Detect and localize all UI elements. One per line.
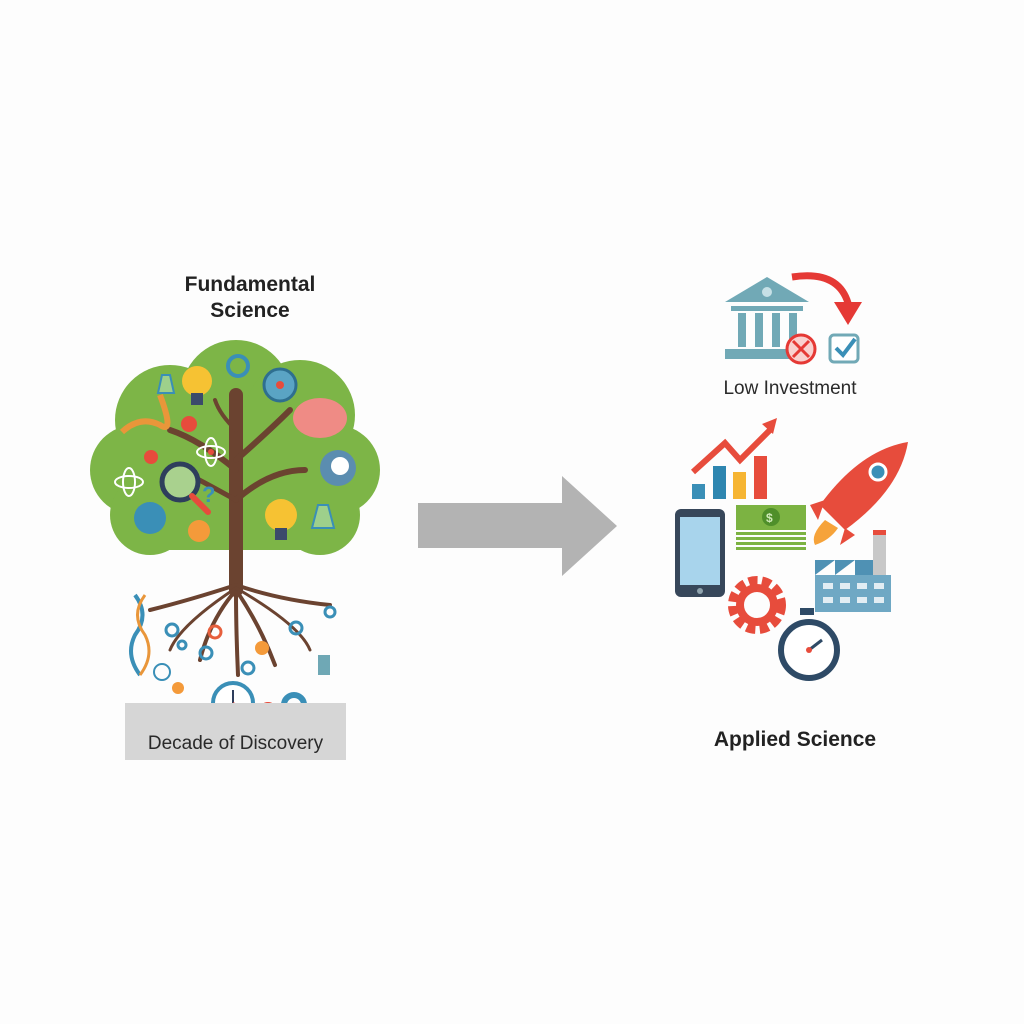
- flower-icon: [144, 416, 197, 464]
- title-line-1: Fundamental: [184, 273, 316, 296]
- molecule-icon: [153, 663, 171, 681]
- applied-science-title: Applied Science: [713, 728, 877, 751]
- tree-trunk: [167, 388, 308, 597]
- question-mark-icon: ?: [202, 482, 215, 507]
- orange-brain-icon: [188, 520, 210, 542]
- low-investment-label: Low Investment: [723, 378, 857, 399]
- film-reel-icon: [262, 367, 298, 403]
- atom-icon: [114, 437, 226, 497]
- gear-icon: [226, 354, 250, 378]
- transition-arrow: [418, 476, 617, 576]
- red-x-icon: [785, 333, 817, 365]
- fundamental-science-title: Fundamental Science: [120, 272, 380, 324]
- lighthouse-icon: [318, 655, 330, 675]
- lightbulb-icon: [182, 366, 212, 405]
- magnifying-glass-icon: [159, 461, 211, 515]
- dna-icon: [119, 393, 171, 435]
- svg-text:?: ?: [202, 482, 215, 507]
- root-orange-icons: [172, 624, 269, 694]
- title-line-2: Science: [210, 299, 290, 322]
- discovery-base-bar: [125, 703, 346, 760]
- money-icon: $: [736, 505, 806, 550]
- head-question-icon: [320, 450, 356, 486]
- growth-chart-icon: [690, 418, 777, 499]
- checkbox-icon: [828, 333, 860, 364]
- brain-icon: [293, 398, 347, 438]
- bank-icon: [725, 277, 809, 359]
- stopwatch-icon: [778, 608, 840, 681]
- factory-icon: [815, 530, 891, 612]
- root-circle-icons: [164, 605, 337, 676]
- svg-text:$: $: [766, 511, 773, 525]
- dna-root-icon: [129, 593, 151, 677]
- gear-red-icon: [728, 576, 786, 634]
- smartphone-icon: [675, 509, 725, 597]
- lightbulb-icon: [265, 499, 297, 540]
- rocket-icon: [810, 442, 908, 545]
- flask-icon: [156, 374, 336, 529]
- tree-roots: [148, 583, 332, 677]
- decade-of-discovery-label: Decade of Discovery: [147, 733, 324, 754]
- curved-arrow-icon: [791, 272, 862, 325]
- wifi-icon: [134, 502, 166, 534]
